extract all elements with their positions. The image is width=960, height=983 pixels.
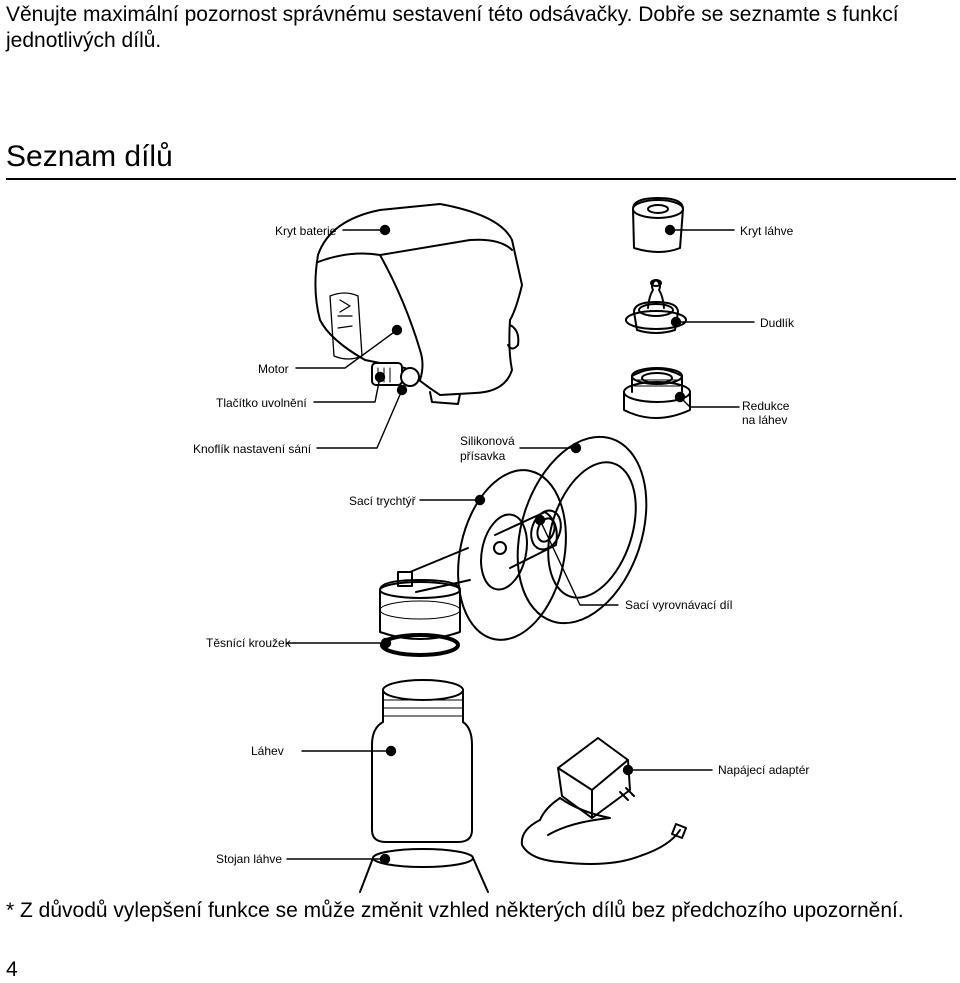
- footnote: * Z důvodů vylepšení funkce se může změn…: [6, 899, 904, 922]
- label-release-button: Tlačítko uvolnění: [216, 396, 307, 410]
- teat-illustration: [625, 279, 687, 334]
- label-bottle-adapter-line1: Redukce: [742, 399, 790, 413]
- breast-shield-illustration: [409, 469, 567, 641]
- page-number: 4: [6, 958, 18, 981]
- label-silicone-cushion-line2: přísavka: [460, 449, 506, 463]
- motor-unit-illustration: [314, 203, 523, 405]
- section-divider: [6, 178, 956, 180]
- label-suction-equalizer: Sací vyrovnávací díl: [625, 598, 732, 612]
- bottle-cap-illustration: [632, 197, 684, 253]
- motor-panel: [329, 292, 363, 360]
- pump-head-illustration: [379, 571, 461, 640]
- label-bottle-stand: Stojan láhve: [216, 852, 282, 866]
- section-title: Seznam dílů: [6, 140, 173, 173]
- label-breast-shield: Sací trychtýř: [349, 494, 417, 508]
- silicone-cushion-illustration: [516, 435, 648, 625]
- label-silicone-cushion-line1: Silikonová: [460, 434, 515, 448]
- intro-text: Věnujte maximální pozornost správnému se…: [6, 3, 899, 52]
- label-power-adapter: Napájecí adaptér: [718, 763, 809, 777]
- label-bottle-cap: Kryt láhve: [740, 224, 794, 238]
- label-sealing-ring: Těsnící kroužek: [206, 636, 292, 650]
- label-battery-cover: Kryt baterie: [275, 224, 337, 238]
- label-bottle-adapter-line2: na láhev: [742, 413, 787, 427]
- bottle-stand-illustration: [359, 848, 489, 893]
- label-bottle: Láhev: [251, 744, 284, 758]
- label-motor: Motor: [258, 362, 289, 376]
- label-teat: Dudlík: [760, 316, 795, 330]
- bottle-illustration: [371, 679, 473, 843]
- leader-lines: [286, 224, 755, 865]
- bottle-adapter-illustration: [623, 367, 691, 419]
- label-suction-knob: Knoflík nastavení sání: [193, 442, 312, 456]
- power-adapter-illustration: [520, 737, 687, 865]
